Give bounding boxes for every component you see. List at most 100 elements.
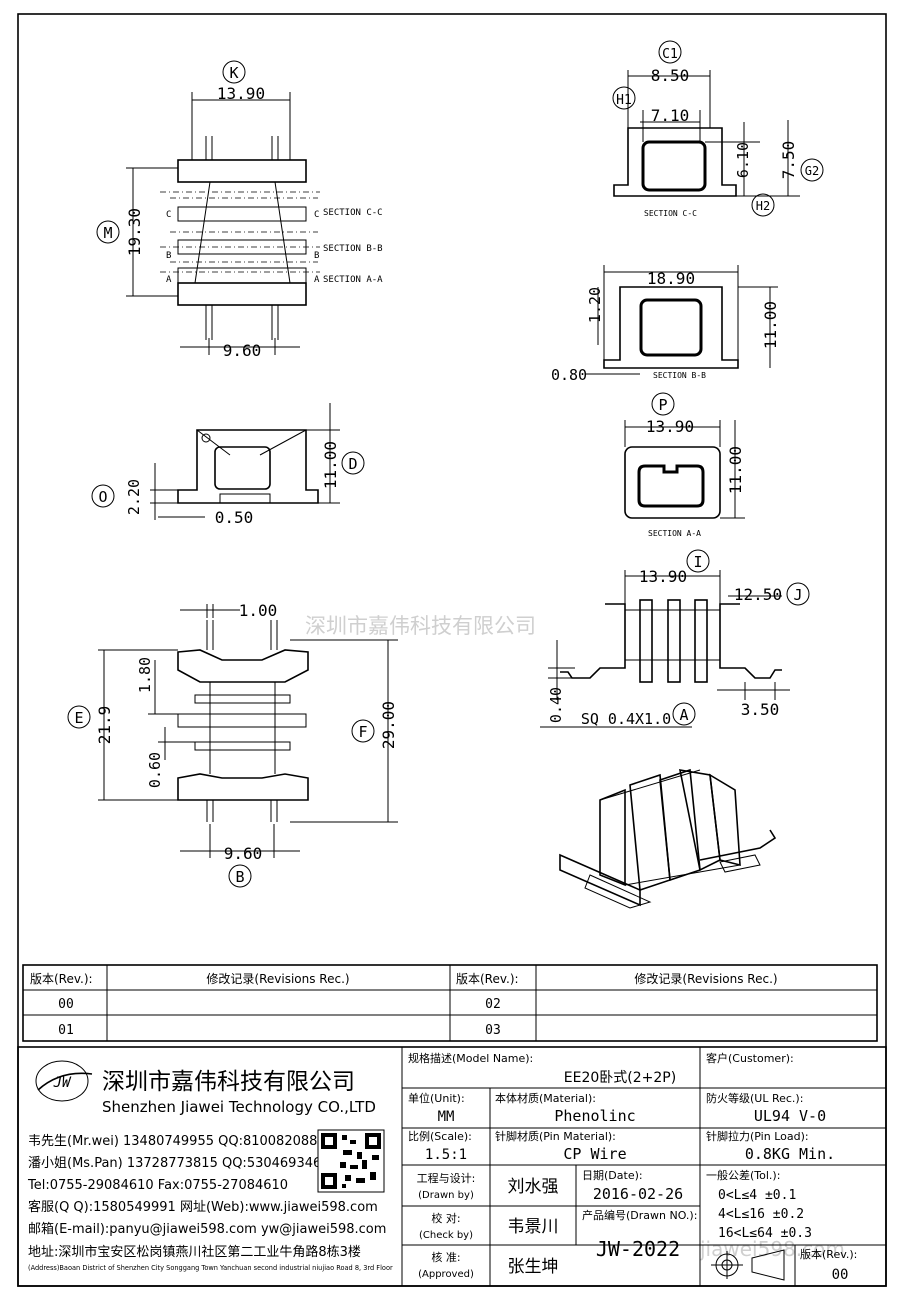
dim-M-value: 19.30 (125, 208, 144, 256)
logo-text: JW (53, 1075, 72, 1091)
top-view: K 13.90 M 19.30 9.60 C C B B A A SECTION… (96, 60, 383, 360)
unit-label: 单位(Unit): (408, 1091, 465, 1105)
contact-pan: 潘小姐(Ms.Pan) 13728773815 QQ:530469346 (28, 1156, 321, 1171)
unit-value: MM (438, 1109, 455, 1125)
label-G2: G2 (805, 164, 819, 178)
material-value: Phenolinc (554, 1107, 635, 1125)
dim-O-value: 2.20 (125, 479, 143, 515)
tolerance-label: 一般公差(Tol.): (706, 1168, 780, 1182)
rev-value: 00 (832, 1267, 849, 1283)
label-A: A (679, 706, 688, 724)
label-B: B (235, 868, 244, 886)
drawn-by-value: 刘水强 (508, 1177, 559, 1197)
dim-G2-value: 7.50 (779, 141, 798, 180)
section-letter-a-right: A (314, 275, 320, 285)
label-J: J (793, 586, 802, 604)
dim-front-bottom-value: 0.50 (215, 508, 254, 527)
drawn-by-label: 工程与设计: (417, 1172, 476, 1185)
drawn-by-label-en: (Drawn by) (418, 1190, 474, 1201)
section-letter-b-left: B (166, 251, 171, 261)
check-by-label: 校 对: (431, 1211, 460, 1225)
dim-aa-h-value: 11.00 (726, 446, 745, 494)
address-en: (Address)Baoan District of Shenzhen City… (28, 1264, 393, 1272)
section-letter-c-right: C (314, 210, 319, 220)
pin-load-value: 0.8KG Min. (745, 1145, 835, 1163)
label-H2: H2 (756, 199, 770, 213)
tolerance-row-1: 0<L≤4 ±0.1 (718, 1188, 796, 1203)
check-by-value: 韦景川 (508, 1217, 559, 1237)
dim-bottom-s1-value: 1.80 (136, 657, 154, 693)
contact-qq-web: 客服(Q Q):1580549991 网址(Web):www.jiawei598… (28, 1199, 378, 1215)
section-aa-view: P 13.90 11.00 SECTION A-A (624, 392, 745, 538)
section-bb-view: 18.90 1.20 11.00 0.80 SECTION B-B (551, 265, 780, 384)
section-cc-label: SECTION C-C (644, 209, 697, 218)
dim-I-value: 13.90 (639, 567, 687, 586)
dim-bb-width-value: 18.90 (647, 269, 695, 288)
dim-C1-value: 8.50 (651, 66, 690, 85)
dim-bb-h1-value: 1.20 (586, 287, 604, 323)
projection-symbol-icon (711, 1249, 785, 1281)
dim-bb-b-value: 0.80 (551, 366, 587, 384)
rec-header-left: 修改记录(Revisions Rec.) (206, 971, 349, 986)
approved-by-label: 核 准: (431, 1250, 460, 1264)
section-letter-b-right: B (314, 251, 319, 261)
label-D: D (348, 455, 357, 473)
tolerance-row-2: 4<L≤16 ±0.2 (718, 1207, 804, 1222)
section-aa-label: SECTION A-A (648, 529, 701, 538)
section-name-bb: SECTION B-B (323, 244, 383, 254)
label-F: F (358, 723, 367, 741)
label-H1: H1 (616, 93, 632, 108)
rev-row-03: 03 (485, 1023, 501, 1038)
approved-by-label-en: (Approved) (418, 1269, 474, 1280)
rev-row-02: 02 (485, 997, 501, 1012)
dim-A-value: SQ 0.4X1.0 (581, 710, 671, 728)
label-M: M (103, 224, 112, 242)
dim-bottom-top-value: 1.00 (239, 601, 278, 620)
side-view: I 13.90 12.50 J 0.40 3.50 SQ 0.4X1.0 A (540, 549, 810, 728)
ul-label: 防火等级(UL Rec.): (706, 1091, 803, 1105)
label-C1: C1 (662, 47, 678, 62)
date-value: 2016-02-26 (593, 1185, 683, 1203)
label-O: O (98, 488, 107, 506)
dim-H1-value: 7.10 (651, 106, 690, 125)
contact-wei: 韦先生(Mr.wei) 13480749955 QQ:810082088 (28, 1134, 317, 1149)
section-letter-c-left: C (166, 210, 171, 220)
pin-material-value: CP Wire (563, 1145, 626, 1163)
drawn-no-value: JW-2022 (596, 1237, 680, 1261)
customer-label: 客户(Customer): (706, 1051, 794, 1065)
dim-pin-bottom-value: 3.50 (741, 700, 780, 719)
section-letter-a-left: A (166, 275, 172, 285)
scale-value: 1.5:1 (425, 1147, 467, 1163)
company-name-cn: 深圳市嘉伟科技有限公司 (102, 1069, 355, 1095)
dim-cc-v1-value: 6.10 (734, 142, 752, 178)
label-K: K (229, 64, 238, 82)
company-name-en: Shenzhen Jiawei Technology CO.,LTD (102, 1098, 376, 1116)
material-label: 本体材质(Material): (495, 1091, 596, 1105)
drawn-no-label: 产品编号(Drawn NO.): (582, 1208, 697, 1222)
model-label: 规格描述(Model Name): (408, 1051, 533, 1065)
tolerance-row-3: 16<L≤64 ±0.3 (718, 1226, 812, 1241)
watermark: 深圳市嘉伟科技有限公司 (305, 614, 536, 638)
rec-header-right: 修改记录(Revisions Rec.) (634, 971, 777, 986)
label-E: E (74, 709, 83, 727)
section-cc-view: C1 8.50 H1 7.10 6.10 7.50 G2 H2 SECTION … (612, 40, 824, 218)
pin-material-label: 针脚材质(Pin Material): (495, 1129, 616, 1143)
rev-row-00: 00 (58, 997, 74, 1012)
model-value: EE20卧式(2+2P) (564, 1070, 676, 1086)
rev-label: 版本(Rev.): (800, 1247, 857, 1261)
dim-bottom-s2-value: 0.60 (146, 752, 164, 788)
rev-row-01: 01 (58, 1023, 74, 1038)
bottom-view: 1.00 21.9 E 1.80 0.60 29.00 F 9.60 B (67, 601, 398, 888)
qr-code (317, 1129, 385, 1193)
company-block: JW 深圳市嘉伟科技有限公司 Shenzhen Jiawei Technolog… (17, 1046, 887, 1287)
rev-header-right: 版本(Rev.): (456, 972, 519, 986)
revisions-table: 版本(Rev.): 修改记录(Revisions Rec.) 版本(Rev.):… (22, 964, 878, 1042)
section-name-cc: SECTION C-C (323, 208, 383, 218)
section-name-aa: SECTION A-A (323, 275, 383, 285)
dim-bb-h2-value: 11.00 (761, 301, 780, 349)
dim-K-value: 13.90 (217, 84, 265, 103)
section-bb-label: SECTION B-B (653, 371, 706, 380)
isometric-view (559, 768, 777, 909)
